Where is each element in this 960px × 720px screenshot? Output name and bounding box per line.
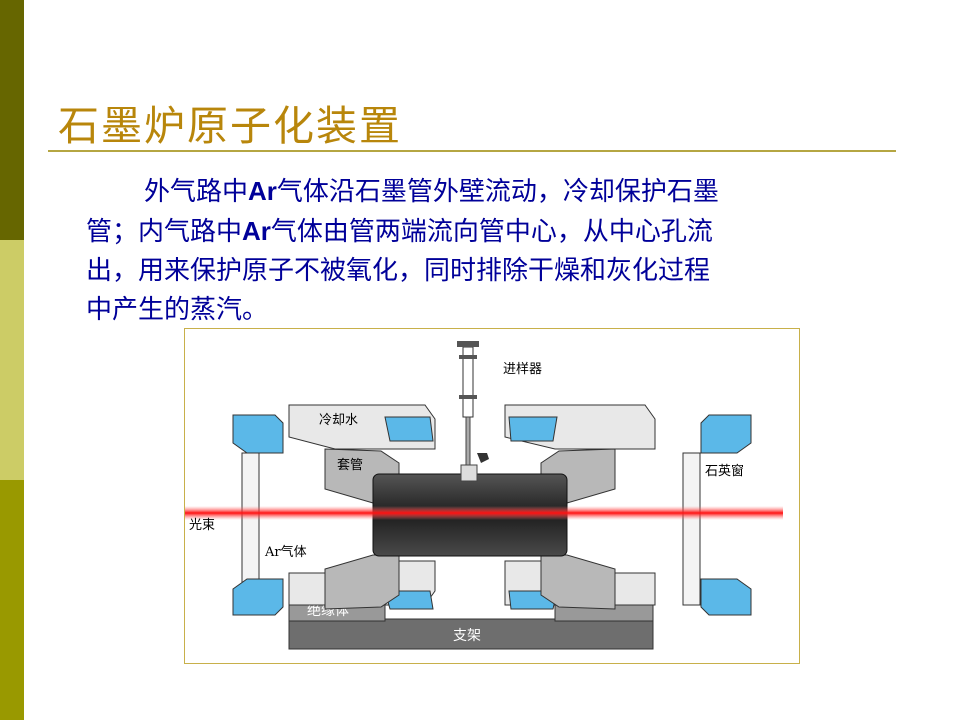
label-jacket: 套管 [337, 457, 363, 473]
label-light-beam: 光束 [189, 518, 215, 533]
label-injector: 进样器 [503, 362, 542, 377]
label-cooling-water: 冷却水 [319, 413, 358, 428]
text-span: 外气路中 [144, 177, 249, 207]
graphite-furnace-diagram: 支架 绝缘体 [184, 328, 800, 664]
water-chamber-left-outer-top [232, 414, 284, 454]
label-quartz-window: 石英窗 [705, 463, 744, 479]
syringe-plunger-head [457, 341, 479, 347]
text-span: 气体沿石墨管外壁流动，冷却保护石墨 [276, 177, 719, 207]
syringe-needle [465, 416, 471, 468]
ar-text: Ar [242, 216, 271, 246]
sidebar-stripe-light [0, 240, 24, 480]
quartz-window-right [682, 452, 701, 606]
label-ar-gas: Ar气体 [264, 544, 307, 560]
paragraph-line-1: 外气路中Ar气体沿石墨管外壁流动，冷却保护石墨 [86, 172, 886, 212]
paragraph-line-4: 中产生的蒸汽。 [86, 295, 269, 325]
syringe-ring-2 [459, 395, 477, 399]
sidebar-stripe-olive [0, 480, 24, 720]
jacket-left-bottom [324, 554, 400, 610]
port-cap-right [477, 453, 489, 463]
paragraph-line-3: 出，用来保护原子不被氧化，同时排除干燥和灰化过程 [86, 256, 711, 286]
jacket-right-bottom [540, 554, 616, 610]
support-base [288, 618, 654, 650]
water-chamber-right-outer-bottom [700, 578, 752, 616]
water-chamber-left-top [384, 416, 434, 442]
sidebar-stripe-dark [0, 0, 24, 240]
water-chamber-right-outer-top [700, 414, 752, 454]
description-paragraph: 外气路中Ar气体沿石墨管外壁流动，冷却保护石墨 管；内气路中Ar气体由管两端流向… [86, 172, 886, 330]
label-support: 支架 [453, 628, 481, 644]
injection-port [460, 464, 478, 482]
water-chamber-right-top [508, 416, 558, 442]
slide-title: 石墨炉原子化装置 [58, 102, 402, 150]
text-span: 管；内气路中 [86, 217, 243, 247]
paragraph-line-2: 管；内气路中Ar气体由管两端流向管中心，从中心孔流 [86, 212, 886, 252]
ar-text: Ar [248, 176, 277, 206]
title-divider [48, 150, 896, 152]
light-beam [185, 506, 783, 520]
syringe-ring-1 [459, 355, 477, 359]
diagram-svg: 支架 绝缘体 [185, 341, 783, 650]
water-chamber-left-outer-bottom [232, 578, 284, 616]
text-span: 气体由管两端流向管中心，从中心孔流 [270, 217, 713, 247]
